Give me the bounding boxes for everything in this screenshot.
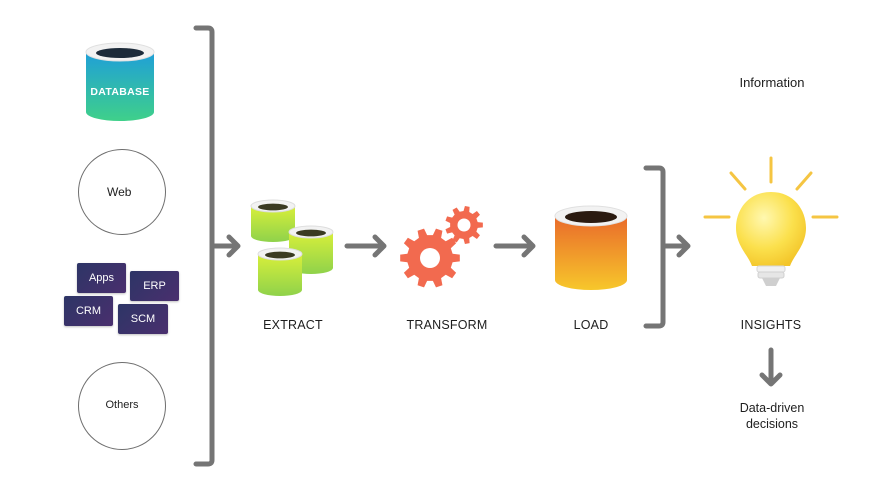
arrow-right-icon bbox=[493, 234, 536, 258]
arrow-right-icon bbox=[662, 234, 691, 258]
crm-tag: CRM bbox=[64, 296, 113, 326]
arrow-right-icon bbox=[344, 234, 387, 258]
apps-tag: Apps bbox=[77, 263, 126, 293]
gear-icon bbox=[400, 228, 460, 288]
data-driven-decisions-label: Data-driven decisions bbox=[739, 401, 805, 431]
arrow-right-icon bbox=[211, 234, 241, 258]
others-label: Others bbox=[105, 399, 139, 411]
load-label: LOAD bbox=[573, 318, 609, 332]
web-label: Web bbox=[107, 185, 132, 199]
load-icon bbox=[554, 205, 628, 290]
left-bracket bbox=[193, 25, 215, 467]
arrow-down-icon bbox=[759, 347, 783, 387]
lightbulb-icon bbox=[703, 156, 839, 286]
database-icon bbox=[85, 42, 155, 121]
insights-label: INSIGHTS bbox=[740, 318, 802, 332]
scm-tag: SCM bbox=[118, 304, 168, 334]
transform-label: TRANSFORM bbox=[406, 318, 488, 332]
right-bracket bbox=[643, 165, 666, 329]
information-label: Information bbox=[739, 75, 805, 90]
extract-icon bbox=[250, 199, 334, 296]
others-circle bbox=[78, 362, 166, 450]
extract-label: EXTRACT bbox=[263, 318, 323, 332]
erp-tag: ERP bbox=[130, 271, 179, 301]
gear-icon bbox=[445, 206, 483, 244]
database-label: DATABASE bbox=[90, 86, 150, 98]
web-sources-circle bbox=[78, 149, 166, 235]
